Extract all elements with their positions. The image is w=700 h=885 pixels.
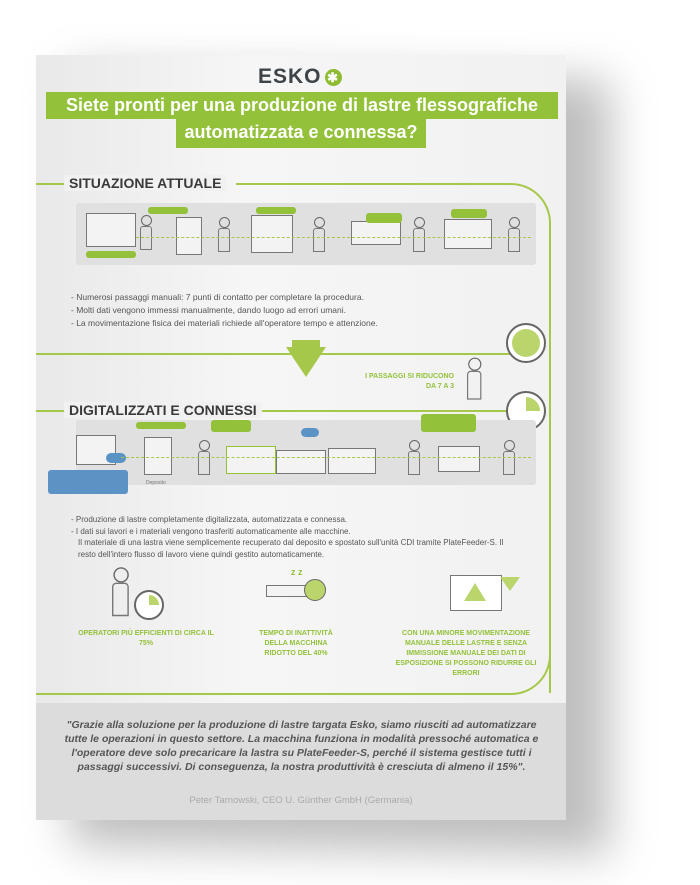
down-arrow-stem	[292, 340, 320, 350]
process-diagram-digital: Deposito	[48, 414, 536, 494]
bullet: - Molti dati vengono immessi manualmente…	[71, 305, 346, 315]
cloud-icon	[106, 453, 126, 463]
esko-logo: ESKO✱	[258, 65, 342, 89]
zzz-icon: z z	[291, 567, 303, 577]
testimonial-quote: "Grazie alla soluzione per la produzione…	[64, 719, 539, 773]
operator-icon	[311, 217, 325, 252]
bullet: - I dati sui lavori e i materiali vengon…	[71, 526, 351, 536]
operator-icon	[411, 217, 425, 252]
exposure-unit-icon	[328, 448, 376, 474]
bullet: - Numerosi passaggi manuali: 7 punti di …	[71, 292, 364, 302]
flow-line	[136, 237, 531, 238]
operator-icon	[506, 217, 520, 252]
divider	[36, 183, 66, 185]
label-deposito: Deposito	[146, 480, 166, 486]
processor-icon	[438, 446, 480, 472]
step-tag	[421, 414, 476, 432]
step-tag	[451, 209, 487, 218]
operator-icon	[216, 217, 230, 252]
operator-icon	[406, 440, 420, 475]
monitor-icon	[86, 213, 136, 247]
process-diagram-current	[76, 203, 536, 265]
digital-bullets: - Produzione di lastre completamente dig…	[71, 514, 521, 560]
step-tag	[86, 251, 136, 258]
down-arrow-icon	[500, 577, 520, 591]
sleeping-machine-icon: z z	[266, 567, 326, 621]
step-tag	[366, 213, 402, 223]
title-banner-line1: Siete pronti per una produzione di lastr…	[46, 92, 558, 119]
platefeeder-icon	[226, 446, 276, 474]
cdi-icon	[276, 450, 326, 474]
benefit-caption: OPERATORI PIÙ EFFICIENTI DI CIRCA IL 75%	[78, 630, 214, 647]
operator-icon	[501, 440, 515, 475]
down-arrow-icon	[286, 347, 326, 377]
monitor-warning-icon	[450, 575, 520, 623]
benefit-caption: CON UNA MINORE MOVIMENTAZIONE MANUALE DE…	[395, 630, 537, 677]
stopwatch-icon	[134, 590, 164, 620]
section-heading-current: SITUAZIONE ATTUALE	[64, 175, 227, 191]
exposure-unit-icon	[351, 221, 401, 245]
step-tag	[211, 420, 251, 432]
operator-icon	[196, 440, 210, 475]
stopwatch-icon	[506, 323, 546, 363]
brochure-page: ESKO✱ Siete pronti per una produzione di…	[36, 55, 566, 820]
testimonial-section: "Grazie alla soluzione per la produzione…	[36, 703, 566, 820]
imager-icon	[251, 215, 293, 253]
flow-line	[121, 457, 531, 458]
title-banner-line2: automatizzata e connessa?	[176, 118, 426, 148]
bullet: Il materiale di una lastra viene semplic…	[78, 538, 504, 559]
stopwatch-icon	[304, 579, 326, 601]
divider	[36, 410, 506, 412]
bullet: - La movimentazione fisica dei materiali…	[71, 318, 378, 328]
section-heading-digital: DIGITALIZZATI E CONNESSI	[64, 402, 262, 418]
step-tag	[256, 207, 296, 214]
operator-icon	[465, 357, 482, 400]
divider	[36, 353, 521, 355]
green-frame	[236, 183, 551, 693]
operator-stopwatch-icon	[104, 567, 164, 620]
cloud-icon	[301, 428, 319, 437]
step-tag	[136, 422, 186, 429]
testimonial-attribution: Peter Tarnowski, CEO U. Günther GmbH (Ge…	[189, 795, 413, 806]
info-tag-blue	[48, 470, 128, 494]
operator-icon	[109, 567, 129, 617]
benefit-caption: TEMPO DI INATTIVITÀ DELLA MACCHINA RIDOT…	[259, 630, 333, 657]
rack-icon	[176, 217, 202, 255]
esko-star-icon: ✱	[324, 68, 342, 86]
current-bullets: - Numerosi passaggi manuali: 7 punti di …	[71, 291, 378, 330]
warning-icon	[464, 583, 486, 601]
step-tag	[148, 207, 188, 214]
bullet: - Produzione di lastre completamente dig…	[71, 515, 348, 524]
operator-icon	[138, 215, 152, 250]
rack-icon	[144, 437, 172, 475]
processor-icon	[444, 219, 492, 249]
